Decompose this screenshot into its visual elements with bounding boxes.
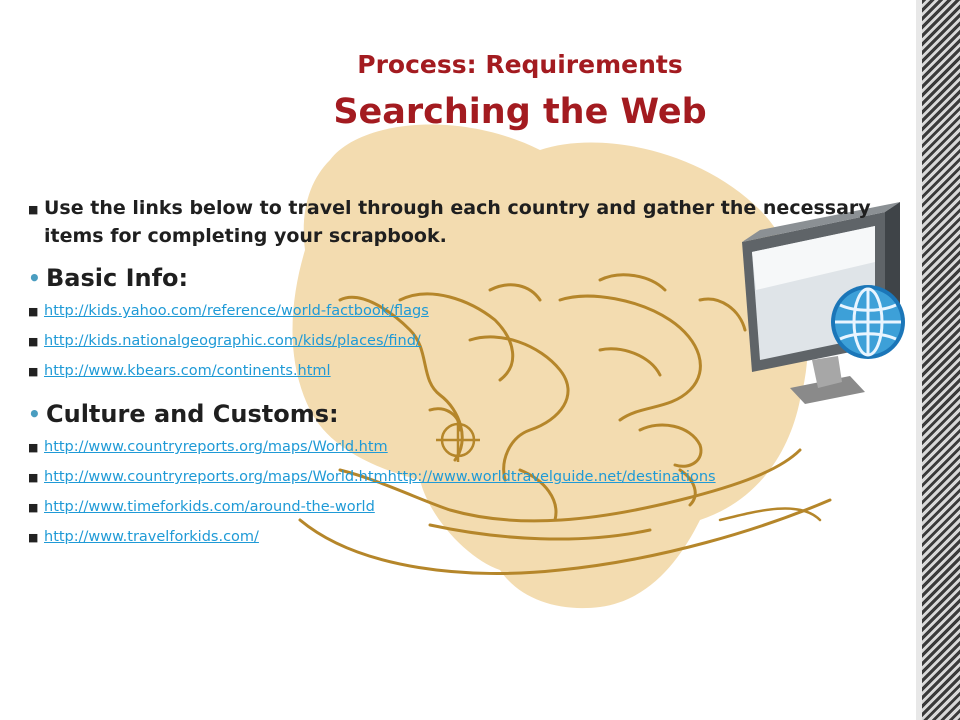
section-heading-basic-info: • Basic Info: bbox=[28, 264, 189, 292]
slide-title: Process: Requirements bbox=[357, 50, 683, 79]
square-bullet-icon: ■ bbox=[28, 364, 39, 378]
square-bullet-icon: ■ bbox=[28, 470, 39, 484]
square-bullet-icon: ■ bbox=[28, 500, 39, 514]
decorative-edge-stripe bbox=[916, 0, 960, 720]
link-natgeo-places[interactable]: http://kids.nationalgeographic.com/kids/… bbox=[44, 333, 421, 349]
slide-body: ■ Use the links below to travel through … bbox=[28, 194, 898, 552]
square-bullet-icon: ■ bbox=[28, 334, 39, 348]
slide-subtitle: Searching the Web bbox=[333, 92, 707, 132]
square-bullet-icon: ■ bbox=[28, 440, 39, 454]
link-countryreports-world[interactable]: http://www.countryreports.org/maps/World… bbox=[44, 439, 388, 455]
round-bullet-icon: • bbox=[28, 402, 41, 426]
link-timeforkids-world[interactable]: http://www.timeforkids.com/around-the-wo… bbox=[44, 499, 375, 515]
section-heading-culture-customs: • Culture and Customs: bbox=[28, 400, 339, 428]
list-item: ■ http://www.travelforkids.com/ bbox=[28, 522, 898, 552]
link-travelforkids[interactable]: http://www.travelforkids.com/ bbox=[44, 529, 259, 545]
square-bullet-icon: ■ bbox=[28, 203, 39, 216]
list-item: ■ http://kids.yahoo.com/reference/world-… bbox=[28, 296, 898, 326]
link-kbears-continents[interactable]: http://www.kbears.com/continents.html bbox=[44, 363, 331, 379]
computer-monitor-globe-icon bbox=[742, 202, 905, 404]
link-yahoo-flags[interactable]: http://kids.yahoo.com/reference/world-fa… bbox=[44, 303, 429, 319]
intro-paragraph: ■ Use the links below to travel through … bbox=[28, 194, 898, 250]
list-item: ■ http://www.countryreports.org/maps/Wor… bbox=[28, 432, 898, 462]
intro-text: Use the links below to travel through ea… bbox=[44, 197, 871, 247]
list-item: ■ http://www.timeforkids.com/around-the-… bbox=[28, 492, 898, 522]
list-item: ■ http://kids.nationalgeographic.com/kid… bbox=[28, 326, 898, 356]
square-bullet-icon: ■ bbox=[28, 304, 39, 318]
round-bullet-icon: • bbox=[28, 266, 41, 290]
list-item: ■ http://www.kbears.com/continents.html bbox=[28, 356, 898, 386]
link-countryreports-worldtravelguide[interactable]: http://www.countryreports.org/maps/World… bbox=[44, 469, 716, 485]
list-item: ■ http://www.countryreports.org/maps/Wor… bbox=[28, 462, 898, 492]
square-bullet-icon: ■ bbox=[28, 530, 39, 544]
